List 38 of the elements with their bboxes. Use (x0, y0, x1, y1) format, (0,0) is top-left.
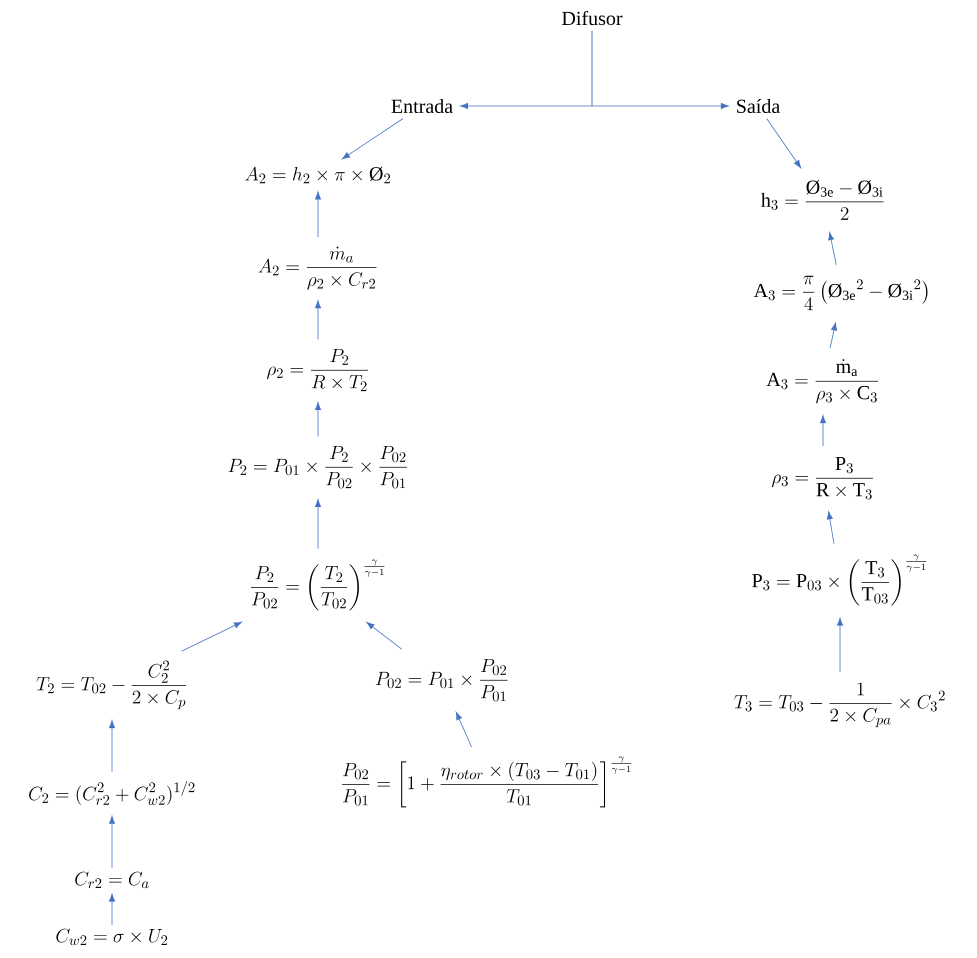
arrow (836, 618, 844, 672)
formula: $C_2 = (C_{r2}^2 + C_{w2}^2)^{1/2}$ (29, 781, 194, 805)
arrow (828, 232, 837, 266)
formula: $\rho_2 = \frac{P_2}{R \times T_2}$ (267, 348, 368, 392)
arrow (826, 511, 834, 544)
formula: $P_{02} = P_{01} \times \frac{P_{02}}{P_{01}}$ (376, 658, 508, 702)
heading-text: Entrada (392, 98, 453, 114)
formula: $\rho_3 = \frac{\mathrm{P}_3}{\mathrm{R} \times \mathrm{T}_3}$ (772, 456, 873, 500)
formula: $T_3 = T_{03} - \frac{1}{2 \times C_{pa}} \times {C_3}^2$ (734, 682, 945, 728)
arrow (830, 322, 838, 349)
formula: $P_2 = P_{01} \times \frac{P_2}{P_{02}} \times \frac{P_{02}}{P_{01}}$ (228, 446, 407, 488)
formula: $\mathrm{A}_3 = \frac{\pi}{4}\left({\text{Ø}_{\mathrm{3e}}}^2 - {\text{Ø}_{\mathrm{3i}}}^2\right)$ (754, 276, 928, 310)
arrow (314, 402, 322, 437)
formula: $C_{w2} = \sigma \times U_2$ (56, 928, 168, 946)
arrow (108, 894, 116, 926)
heading-text: Difusor (562, 10, 622, 26)
arrow (766, 118, 802, 168)
heading-text: Saída (737, 98, 780, 114)
formula: $\mathrm{h}_3 = \frac{\text{Ø}_{\mathrm{3e}} - \text{Ø}_{\mathrm{3i}}}{2}$ (761, 180, 884, 220)
arrow (366, 622, 402, 650)
arrow (314, 300, 322, 340)
formula: $\frac{P_{02}}{P_{01}} = \left[1 + \frac{\eta_{rotor} \times (T_{03} - T_{01})}{T_{01}}\right]^{\frac{\gamma}{\gamma-1}}$ (342, 756, 632, 808)
arrow (108, 816, 116, 868)
formula: $\mathrm{P}_3 = \mathrm{P}_{03} \times \left(\frac{\mathrm{T}_3}{\mathrm{T}_{03}}\right)^{\frac{\gamma}{\gamma-1}}$ (752, 554, 926, 606)
arrow (592, 30, 729, 110)
arrow (456, 712, 472, 748)
formula: $T_2 = T_{02} - \frac{C_2^2}{2 \times C_p}$ (36, 660, 186, 710)
arrow (181, 622, 242, 652)
formula: $C_{r2} = C_a$ (75, 872, 149, 888)
formula: $A_2 = \frac{\dot{m}_a}{\rho_2 \times C_{r2}}$ (258, 246, 376, 290)
arrow (342, 118, 404, 160)
arrow (108, 720, 116, 772)
arrow (314, 192, 322, 238)
arrow (820, 415, 826, 446)
formula: $\frac{P_2}{P_{02}} = \left(\frac{T_2}{T_{02}}\right)^{\frac{\gamma}{\gamma-1}}$ (250, 560, 384, 610)
formula: $A_2 = h_2 \times \pi \times \text{Ø}_2$ (245, 166, 390, 184)
arrow (314, 499, 322, 550)
formula: $\mathrm{A}_3 = \frac{\dot{\mathrm{m}}_{\mathrm{a}}}{\rho_3 \times \mathrm{C}_3}$ (766, 359, 878, 404)
